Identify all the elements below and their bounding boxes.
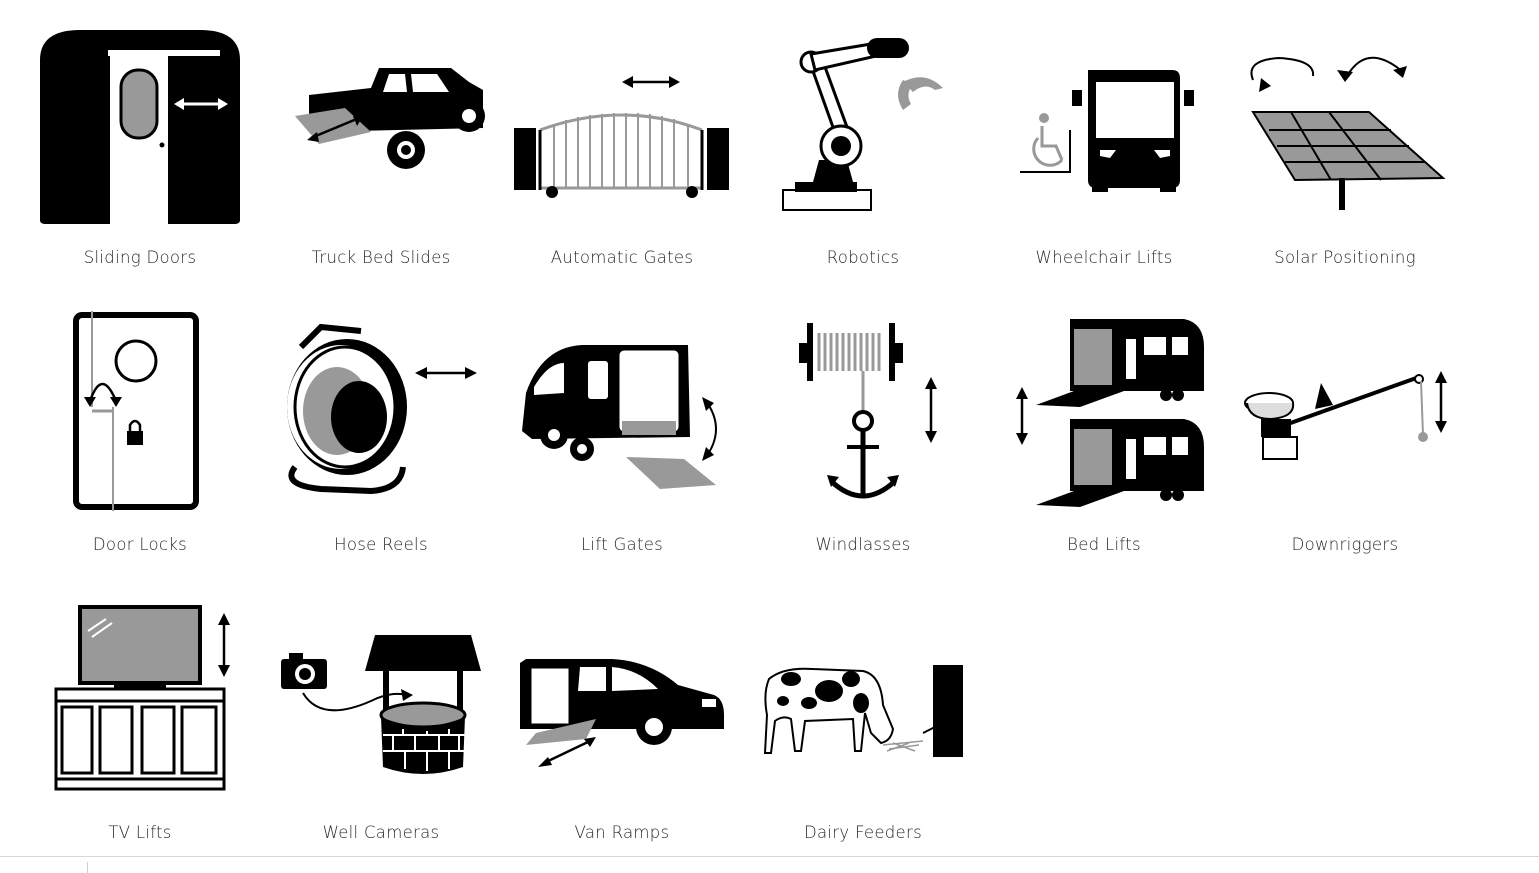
hose-reel-icon bbox=[261, 307, 501, 517]
sliding-door-icon bbox=[20, 20, 260, 230]
item-label: Lift Gates bbox=[580, 535, 664, 554]
minivan-ramp-icon bbox=[502, 595, 742, 805]
cow-feeder-icon bbox=[743, 595, 983, 805]
item-label: TV Lifts bbox=[108, 823, 172, 842]
item-label: Downriggers bbox=[1291, 535, 1399, 554]
item-label: Door Locks bbox=[92, 535, 188, 554]
well-camera-icon bbox=[261, 595, 501, 805]
item-label: Solar Positioning bbox=[1274, 248, 1416, 267]
anchor-windlass-icon bbox=[743, 307, 983, 517]
solar-panel-icon bbox=[1225, 20, 1465, 230]
downrigger-icon bbox=[1225, 307, 1465, 517]
item-label: Van Ramps bbox=[574, 823, 670, 842]
van-liftgate-icon bbox=[502, 307, 742, 517]
item-label: Dairy Feeders bbox=[804, 823, 922, 842]
pickup-truck-icon bbox=[261, 20, 501, 230]
tv-lift-icon bbox=[20, 595, 260, 805]
item-label: Robotics bbox=[826, 248, 900, 267]
item-label: Wheelchair Lifts bbox=[1035, 248, 1173, 267]
footer-divider bbox=[0, 856, 1539, 857]
gate-icon bbox=[502, 20, 742, 230]
bus-wheelchair-icon bbox=[984, 20, 1224, 230]
item-label: Windlasses bbox=[815, 535, 911, 554]
rv-bed-lift-icon bbox=[984, 307, 1224, 517]
robot-arm-icon bbox=[743, 20, 983, 230]
item-label: Hose Reels bbox=[334, 535, 428, 554]
item-label: Bed Lifts bbox=[1067, 535, 1141, 554]
item-label: Automatic Gates bbox=[550, 248, 694, 267]
door-lock-icon bbox=[20, 307, 260, 517]
item-label: Truck Bed Slides bbox=[311, 248, 451, 267]
footer-tick bbox=[87, 862, 88, 873]
item-label: Sliding Doors bbox=[83, 248, 197, 267]
item-label: Well Cameras bbox=[322, 823, 440, 842]
